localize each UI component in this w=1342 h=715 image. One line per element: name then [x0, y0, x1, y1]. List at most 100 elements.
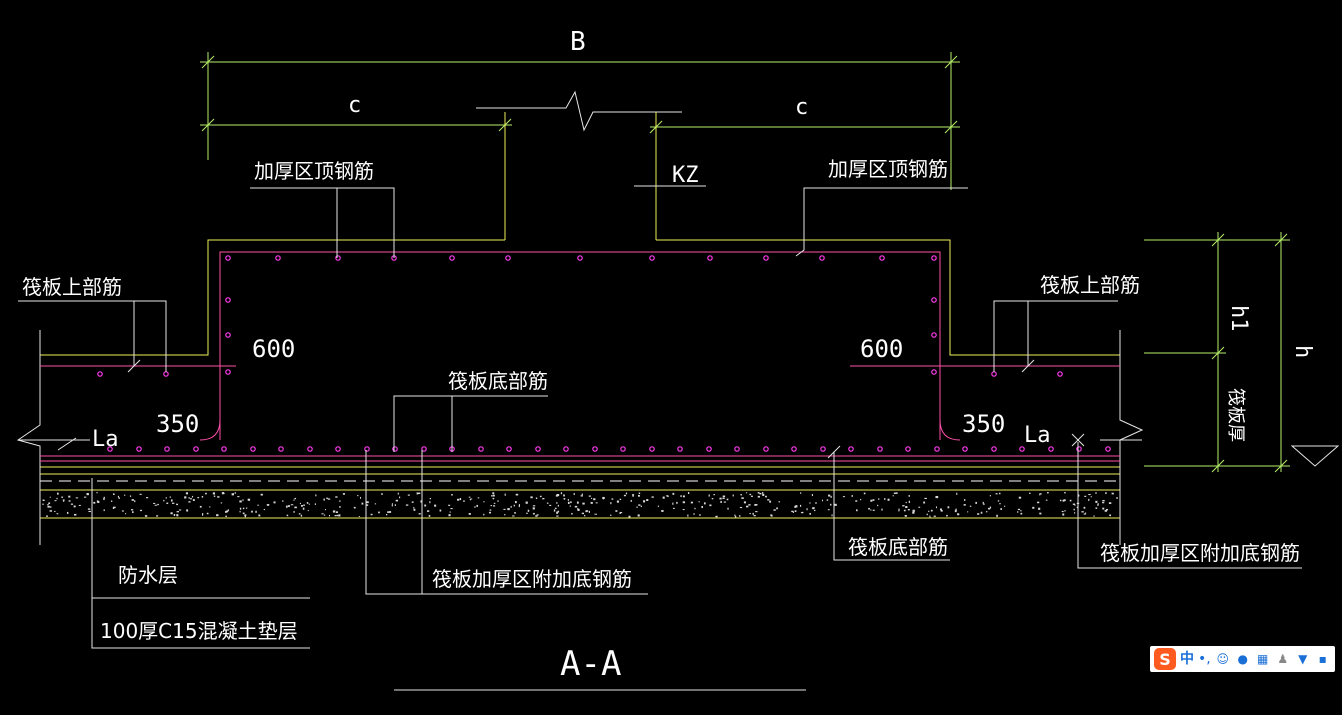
cushion-speckle	[483, 513, 485, 516]
cushion-speckle	[42, 503, 44, 505]
cushion-speckle	[303, 504, 305, 506]
cushion-speckle	[946, 514, 948, 517]
cushion-speckle	[314, 503, 316, 505]
keyboard-icon[interactable]: ▦	[1257, 652, 1269, 666]
cushion-speckle	[570, 513, 573, 515]
ime-toolbar[interactable]: S 中 •, ☺ ● ▦ ♟ ▼ ▪	[1150, 646, 1335, 672]
cushion-speckle	[42, 499, 45, 502]
ime-punct-toggle[interactable]: •,	[1198, 651, 1211, 667]
dim-c-left-label: c	[348, 93, 361, 118]
cushion-speckle	[821, 499, 824, 502]
rebar-dot	[335, 446, 341, 452]
cushion-speckle	[1037, 501, 1040, 504]
grid-icon[interactable]: ▪	[1318, 652, 1327, 666]
cushion-speckle	[171, 499, 173, 502]
rebar-dot	[421, 446, 427, 452]
cushion-speckle	[47, 504, 49, 506]
cushion-speckle	[202, 513, 204, 515]
cushion-speckle	[535, 497, 538, 500]
rebar-dot	[97, 371, 103, 377]
cushion-speckle	[567, 501, 570, 504]
cushion-speckle	[881, 508, 883, 511]
cushion-speckle	[188, 497, 191, 499]
rebar-dot	[392, 446, 398, 452]
cushion-speckle	[73, 505, 76, 508]
cushion-speckle	[727, 507, 729, 510]
cushion-speckle	[493, 502, 496, 504]
cushion-speckle	[307, 510, 309, 512]
cushion-speckle	[905, 506, 908, 509]
label-thick-top-left: 加厚区顶钢筋	[254, 159, 374, 183]
cushion-speckle	[290, 504, 294, 506]
cushion-speckle	[553, 509, 556, 512]
cushion-speckle	[62, 499, 65, 501]
rebar-dot	[506, 446, 512, 452]
cushion-speckle	[169, 496, 172, 498]
ime-mode-toggle[interactable]: 中	[1180, 651, 1194, 667]
cushion-speckle	[741, 497, 744, 499]
cushion-speckle	[573, 493, 575, 495]
cushion-speckle	[771, 514, 773, 517]
cushion-speckle	[749, 512, 751, 515]
cushion-speckle	[870, 499, 873, 502]
cushion-speckle	[661, 510, 664, 512]
cushion-speckle	[590, 501, 593, 504]
cushion-speckle	[525, 501, 528, 504]
cushion-speckle	[117, 495, 120, 498]
cushion-speckle	[96, 492, 98, 494]
cushion-speckle	[588, 510, 590, 513]
mic-icon[interactable]: ●	[1237, 652, 1248, 666]
cushion-speckle	[569, 505, 571, 507]
cushion-speckle	[178, 509, 182, 511]
cushion-speckle	[201, 514, 204, 516]
leader-raft-top-left: 筏板上部筋	[18, 275, 167, 373]
rebar-dot	[225, 369, 231, 375]
cushion-speckle	[732, 494, 734, 497]
rebar-dot	[1048, 446, 1054, 452]
rebar-dot	[819, 255, 825, 261]
cushion-speckle	[199, 505, 202, 508]
cushion-speckle	[391, 504, 393, 507]
dim-raft-thickness-label: 筏板厚	[1225, 388, 1246, 442]
cushion-speckle	[358, 515, 360, 517]
cushion-speckle	[794, 510, 797, 512]
cushion-speckle	[407, 494, 410, 496]
label-waterproof: 防水层	[118, 563, 178, 587]
cushion-speckle	[815, 502, 817, 504]
cushion-speckle	[185, 492, 189, 495]
cushion-speckle	[360, 496, 362, 499]
cushion-speckle	[935, 495, 939, 499]
cushion-speckle	[448, 514, 451, 517]
emoji-icon[interactable]: ☺	[1216, 652, 1229, 666]
cushion-speckle	[1059, 499, 1062, 502]
cushion-speckle	[489, 509, 492, 511]
cushion-speckle	[68, 500, 71, 502]
cushion-speckle	[353, 506, 356, 509]
cushion-speckle	[451, 494, 453, 496]
cushion-speckle	[750, 495, 753, 497]
cushion-speckle	[878, 498, 880, 500]
cushion-speckle	[427, 510, 430, 512]
cushion-speckle	[610, 502, 612, 505]
cushion-speckle	[964, 498, 966, 502]
cushion-speckle	[378, 511, 380, 514]
user-icon[interactable]: ♟	[1277, 652, 1289, 666]
cushion-speckle	[532, 512, 535, 515]
cushion-speckle	[242, 512, 245, 515]
cushion-speckle	[247, 498, 251, 501]
rebar-dot	[163, 371, 169, 377]
sogou-logo-icon[interactable]: S	[1154, 648, 1176, 670]
rebar-dot	[649, 255, 655, 261]
cushion-speckle	[244, 514, 247, 516]
cushion-speckle	[912, 511, 915, 514]
cushion-speckle	[1097, 504, 1099, 506]
cushion-speckle	[493, 505, 496, 507]
shirt-icon[interactable]: ▼	[1298, 652, 1308, 666]
cushion-speckle	[225, 510, 229, 513]
cushion-speckle	[1097, 503, 1099, 506]
cushion-speckle	[580, 495, 583, 497]
cushion-speckle	[809, 512, 811, 515]
concrete-outline	[40, 239, 1120, 519]
cushion-speckle	[227, 509, 229, 512]
cushion-speckle	[70, 503, 74, 505]
